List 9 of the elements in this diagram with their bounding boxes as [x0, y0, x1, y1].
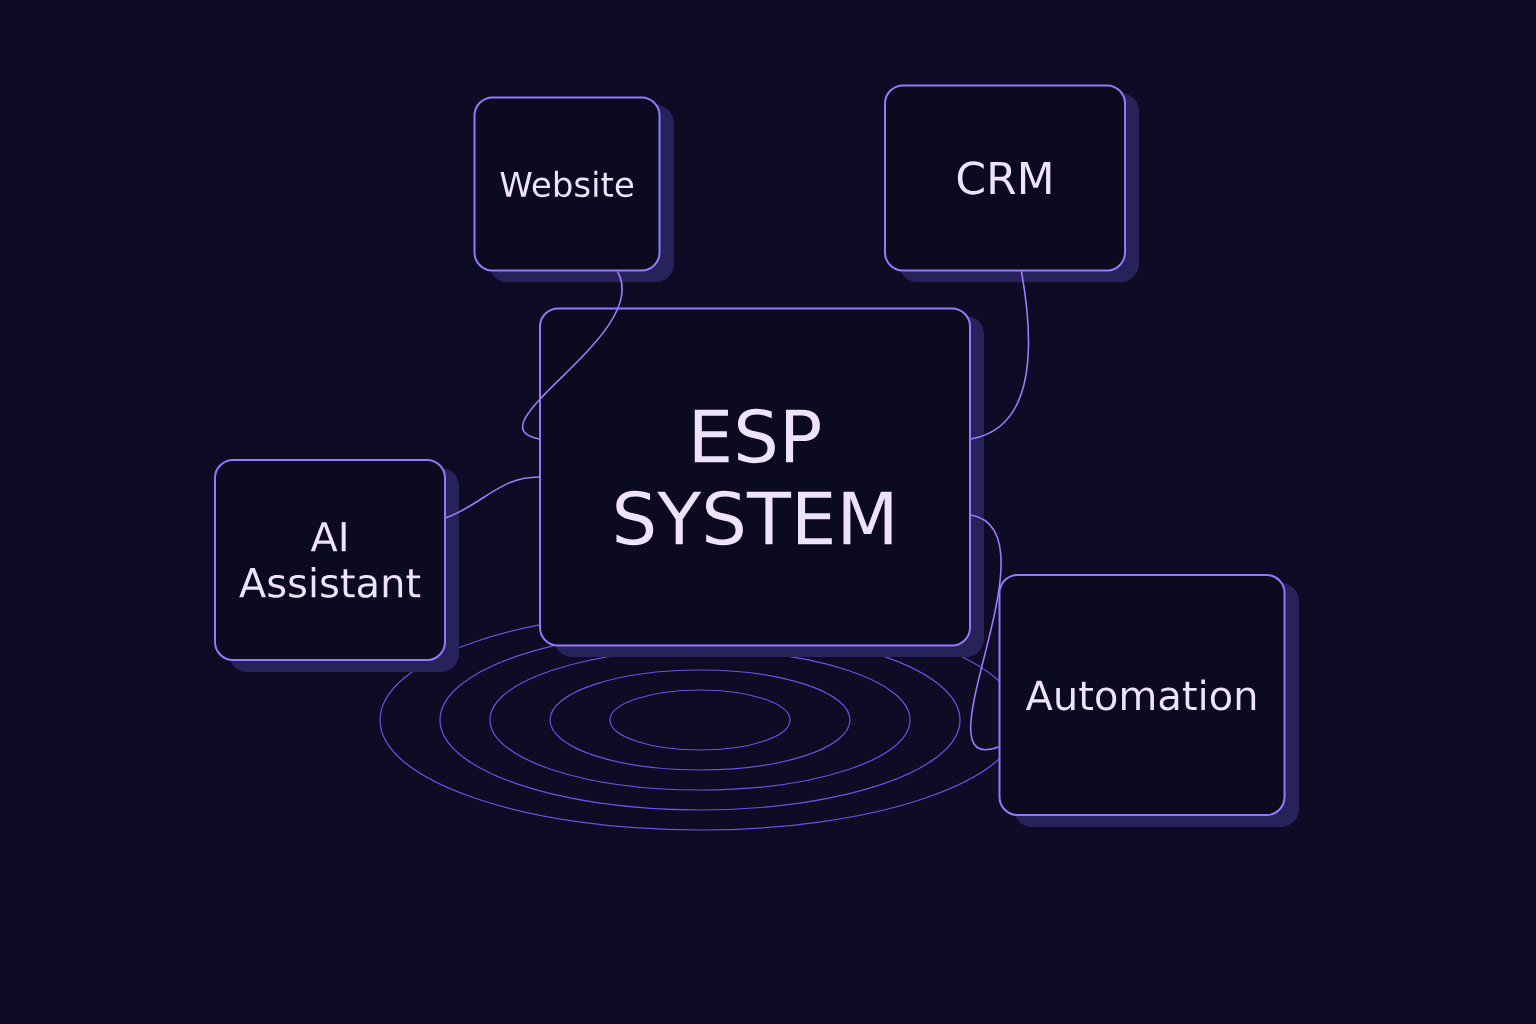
connector-line	[445, 476, 540, 519]
connector-line	[970, 270, 1030, 440]
node-box: ESP SYSTEM	[539, 307, 984, 657]
connector-line	[969, 514, 1002, 751]
node-box: Automation	[998, 574, 1299, 827]
node-box: AI Assistant	[214, 459, 459, 672]
connector-line	[521, 270, 623, 440]
node-box: Website	[473, 96, 674, 282]
node-box: CRM	[884, 84, 1139, 282]
